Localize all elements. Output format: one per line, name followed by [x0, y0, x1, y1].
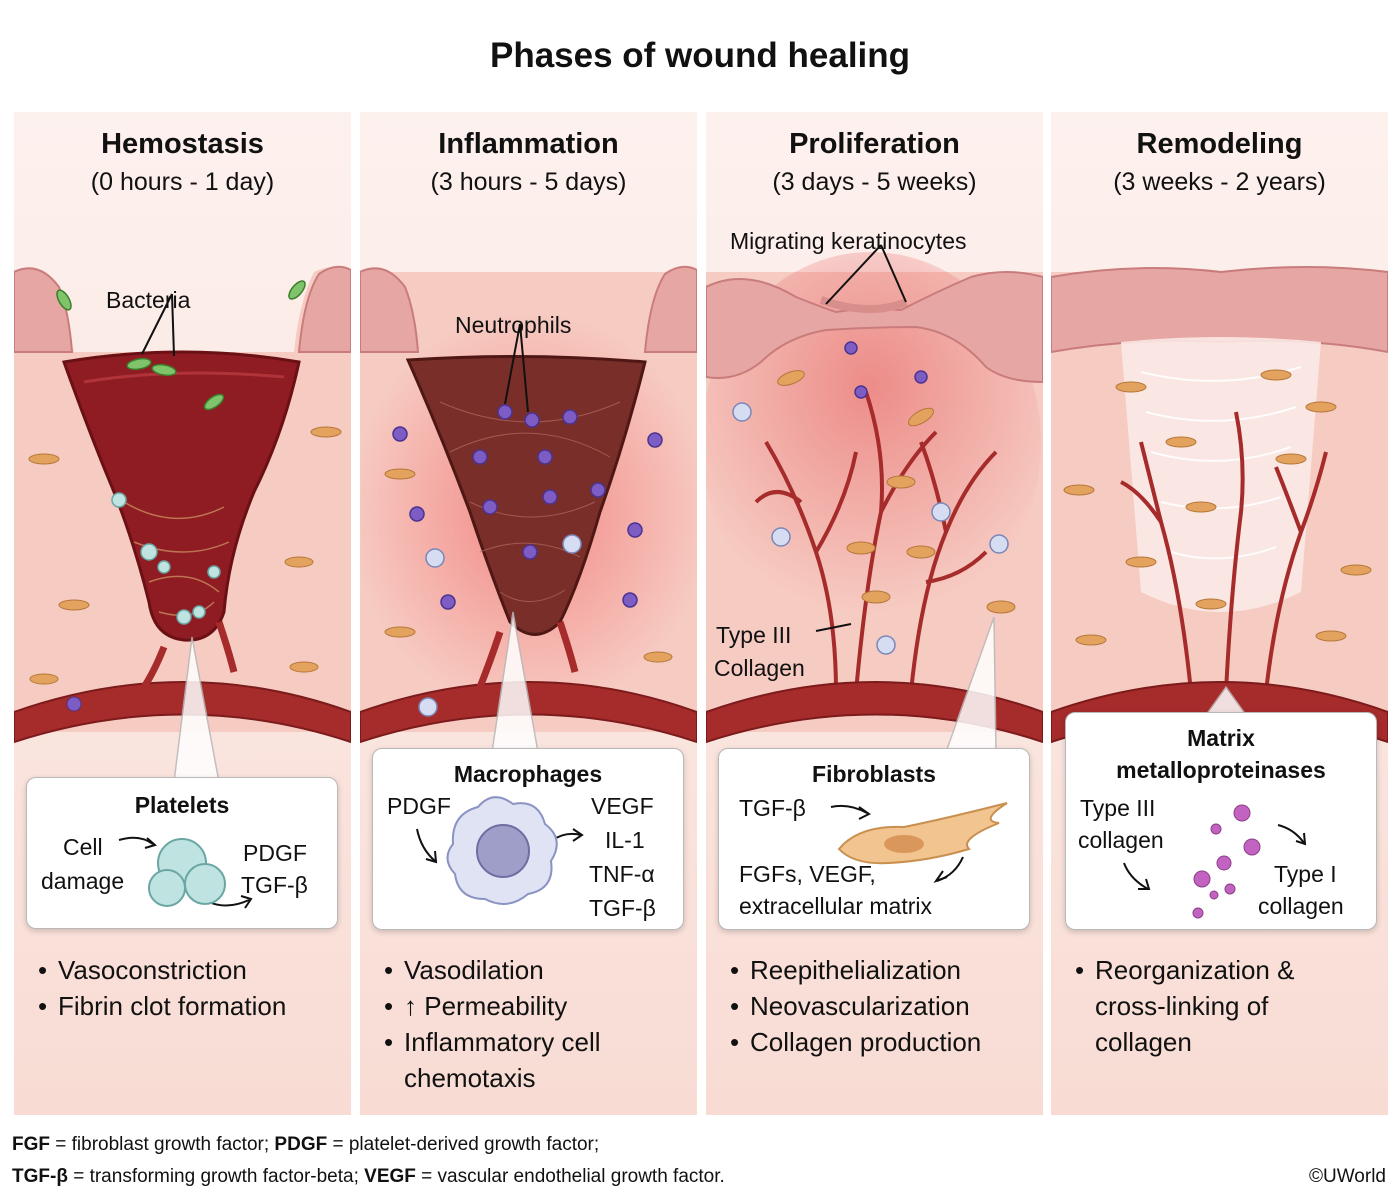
fibroblasts — [777, 370, 1016, 614]
input-line: TGF-β — [739, 795, 806, 821]
bullet-item: •Vasodilation — [384, 955, 544, 985]
panel-inflammation: Inflammation (3 hours - 5 days) Neutroph… — [360, 112, 697, 1115]
input-line: PDGF — [387, 793, 451, 819]
proliferation-bullets: •Reepithelialization •Neovascularization… — [730, 952, 981, 1060]
remodeling-illustration — [1051, 112, 1388, 1115]
output-line: TGF-β — [241, 872, 308, 898]
input-line: damage — [41, 868, 125, 894]
macrophages-box: Macrophages PDGF VEGF IL-1 TNF-α TGF-β — [372, 748, 684, 930]
panel-remodeling: Remodeling (3 weeks - 2 years) Matrix me… — [1051, 112, 1388, 1115]
macrophage-icon — [446, 796, 558, 905]
collagen-label: Collagen — [714, 655, 805, 681]
output-line: TGF-β — [589, 895, 656, 921]
neutrophils-label: Neutrophils — [455, 312, 572, 338]
panel-hemostasis: Hemostasis (0 hours - 1 day) Bacteria Pl… — [14, 112, 351, 1115]
output-line: VEGF — [591, 793, 654, 819]
abbr: TGF-β — [12, 1166, 68, 1187]
definition: = platelet-derived growth factor; — [327, 1134, 600, 1155]
panel-proliferation: Proliferation (3 days - 5 weeks) Migrati… — [706, 112, 1043, 1115]
mmp-diagram — [1123, 804, 1307, 919]
mmp-box: Matrix metalloproteinases Type III colla… — [1065, 712, 1377, 930]
bullet-item: •Neovascularization — [730, 991, 970, 1021]
fibroblasts — [1063, 369, 1372, 646]
fibroblast-icon — [837, 802, 1008, 865]
input-line: collagen — [1078, 827, 1164, 853]
bullet-item: •Reepithelialization — [730, 955, 962, 985]
phase-title: Inflammation — [438, 128, 619, 160]
phase-time: (3 days - 5 weeks) — [772, 168, 977, 196]
phase-time: (0 hours - 1 day) — [90, 168, 275, 196]
proliferation-illustration — [706, 112, 1043, 1115]
bullet-item: •Collagen production — [730, 1027, 982, 1057]
abbr: PDGF — [274, 1134, 328, 1155]
copyright: ©UWorld — [1309, 1166, 1386, 1187]
mmp-icon — [1192, 804, 1261, 919]
bullet-item: chemotaxis — [404, 1063, 536, 1093]
footnote-line-2: TGF-β = transforming growth factor-beta;… — [12, 1166, 725, 1188]
box-title: Macrophages — [453, 761, 603, 787]
output-line: extracellular matrix — [739, 893, 932, 919]
definition: = transforming growth factor-beta; — [67, 1166, 365, 1187]
bullet-item: •Vasoconstriction — [38, 955, 247, 985]
box-title: metalloproteinases — [1116, 757, 1326, 783]
platelets-box: Platelets Cell damage PDGF TGF-β — [26, 777, 338, 929]
definition: = vascular endothelial growth factor. — [415, 1166, 725, 1187]
fibroblast-diagram — [830, 802, 1008, 884]
hemostasis-bullets: •Vasoconstriction •Fibrin clot formation — [38, 952, 286, 1024]
bullet-item: •Inflammatory cell — [384, 1027, 601, 1057]
macrophage-diagram — [416, 796, 584, 905]
bullet-item: •Fibrin clot formation — [38, 991, 287, 1021]
new-vessels — [754, 391, 998, 693]
box-title: Matrix — [1187, 725, 1255, 751]
bacteria-label: Bacteria — [106, 287, 191, 313]
keratinocytes-label: Migrating keratinocytes — [730, 228, 967, 254]
bacteria-shapes — [56, 280, 306, 411]
phase-title: Hemostasis — [101, 128, 264, 160]
abbr: FGF — [12, 1134, 50, 1155]
hemostasis-illustration — [14, 112, 351, 1115]
phase-time: (3 weeks - 2 years) — [1113, 168, 1326, 196]
abbr: VEGF — [364, 1166, 416, 1187]
footnote-line-1: FGF = fibroblast growth factor; PDGF = p… — [12, 1134, 599, 1156]
neutrophils — [392, 404, 663, 610]
box-title: Platelets — [134, 792, 230, 818]
bullet-item: •↑ Permeability — [384, 991, 568, 1021]
output-line: FGFs, VEGF, — [739, 861, 876, 887]
vessel-branches — [1120, 411, 1328, 693]
fibroblasts-box: Fibroblasts TGF-β FGFs, VEGF, extracellu… — [718, 748, 1030, 930]
platelets-diagram — [118, 836, 253, 909]
bullet-item: cross-linking of — [1095, 991, 1269, 1021]
inflammation-bullets: •Vasodilation •↑ Permeability •Inflammat… — [384, 952, 601, 1096]
platelet-cluster — [111, 492, 221, 625]
phase-title: Remodeling — [1136, 128, 1303, 160]
definition: = fibroblast growth factor; — [50, 1134, 275, 1155]
inflammation-illustration — [360, 112, 697, 1115]
input-line: Cell — [63, 834, 103, 860]
bullet-item: collagen — [1095, 1027, 1192, 1057]
output-line: Type I — [1274, 861, 1337, 887]
collagen-label: Type III — [716, 622, 792, 648]
output-line: PDGF — [243, 840, 307, 866]
remodeling-bullets: •Reorganization & cross-linking of colla… — [1075, 952, 1294, 1060]
phase-title: Proliferation — [789, 128, 960, 160]
output-line: collagen — [1258, 893, 1344, 919]
phase-time: (3 hours - 5 days) — [430, 168, 627, 196]
bullet-item: •Reorganization & — [1075, 955, 1295, 985]
platelet-icon — [148, 838, 226, 907]
box-title: Fibroblasts — [812, 761, 936, 787]
input-line: Type III — [1080, 795, 1156, 821]
figure-title: Phases of wound healing — [489, 36, 911, 75]
output-line: TNF-α — [589, 861, 655, 887]
output-line: IL-1 — [605, 827, 645, 853]
